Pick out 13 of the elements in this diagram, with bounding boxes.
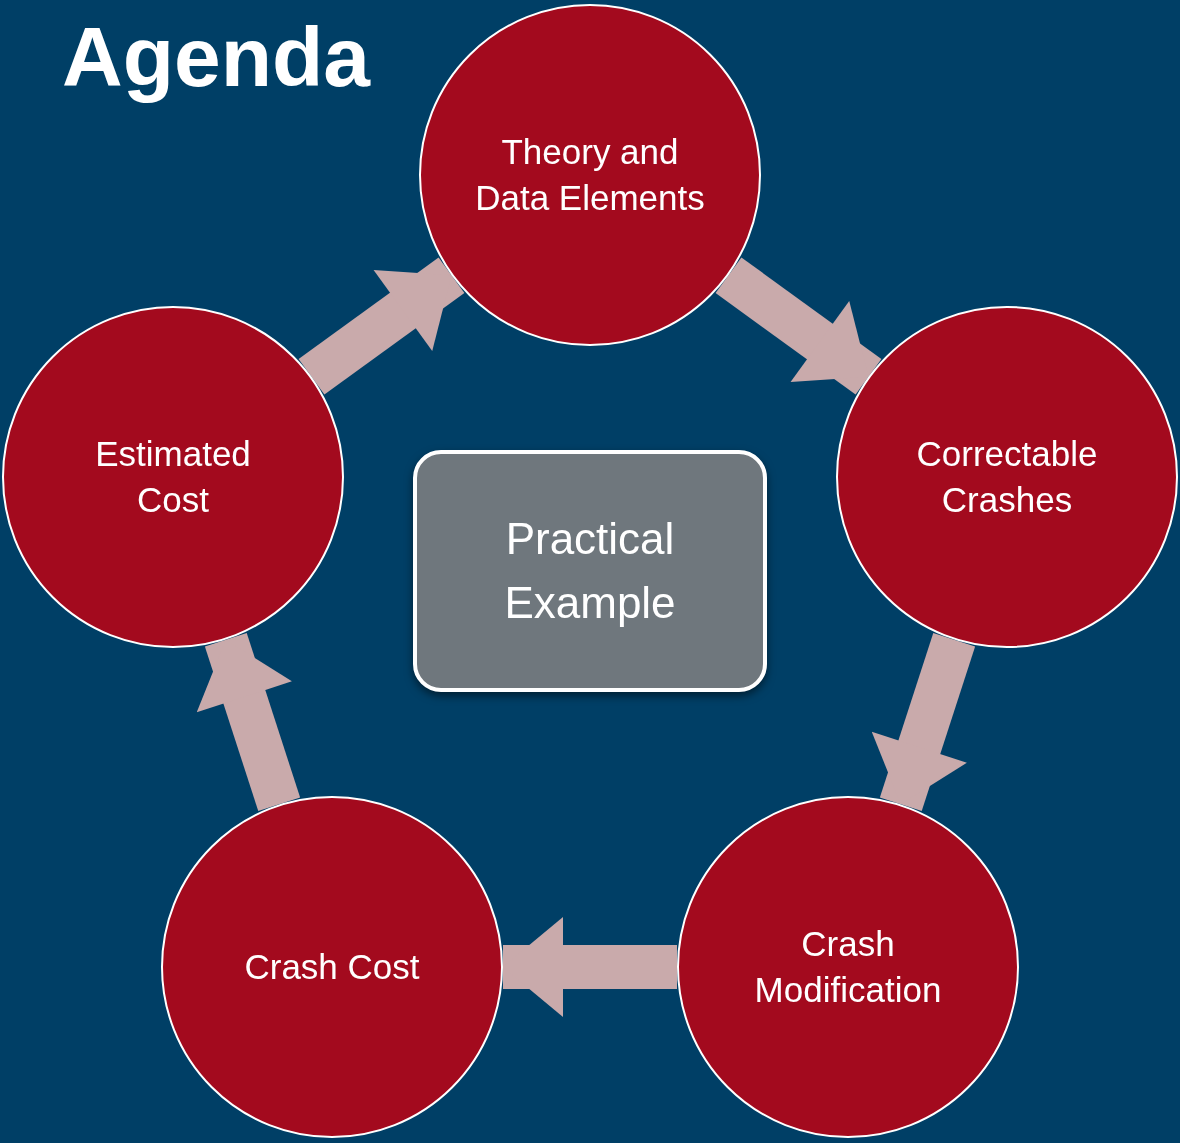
node-label: Theory and Data Elements [475, 131, 705, 219]
node-label: Practical Example [503, 513, 677, 629]
node-label: Crash Modification [753, 923, 943, 1011]
block-arrow [298, 257, 465, 395]
node-label: Estimated Cost [94, 433, 252, 521]
title: Agenda [62, 9, 371, 106]
block-arrow [715, 257, 882, 395]
block-arrow [871, 632, 976, 812]
node-label: Correctable Crashes [915, 433, 1099, 521]
node-label: Crash Cost [244, 946, 420, 988]
block-arrow [503, 917, 677, 1017]
block-arrow [196, 632, 301, 812]
center-box [413, 450, 767, 692]
